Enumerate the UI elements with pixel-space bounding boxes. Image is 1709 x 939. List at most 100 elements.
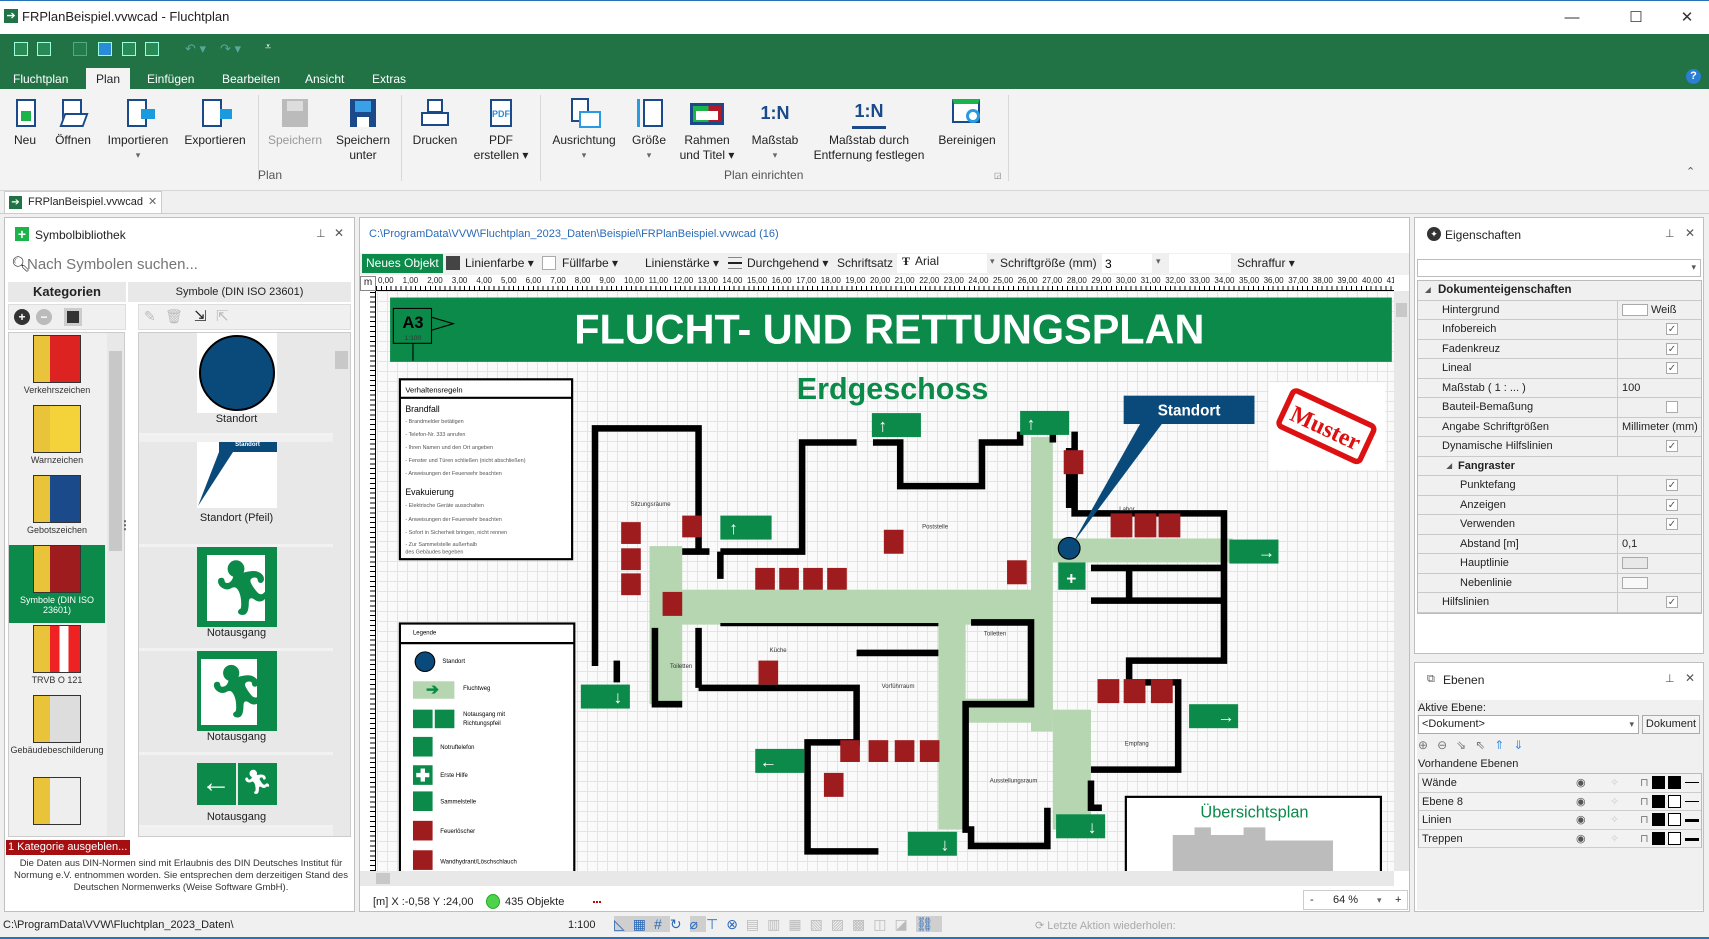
line-color-swatch[interactable] [446,256,460,270]
layer-row[interactable]: Linien◉✧⊓ [1419,811,1701,830]
export-button[interactable]: Exportieren [170,97,260,148]
subsection-header[interactable]: ◢Fangraster [1418,457,1701,476]
pin-icon[interactable]: ⊥ [1665,228,1675,240]
property-row[interactable]: Verwenden✓ [1418,515,1701,535]
sparkle-icon[interactable]: ✧ [1610,795,1620,808]
remove-layer-icon[interactable]: ⊖ [1437,738,1457,752]
unlock-icon[interactable]: ⊓ [1640,814,1649,826]
line-color-swatch[interactable] [1652,794,1665,808]
property-row[interactable]: Maßstab ( 1 : ... )100 [1418,378,1701,398]
fill-color-swatch[interactable] [1668,831,1681,845]
dialog-launcher-icon[interactable]: ◲ [994,171,1002,180]
checkbox[interactable]: ✓ [1666,596,1678,609]
qat-pdf-icon[interactable] [145,42,159,56]
property-row[interactable]: Punktefang✓ [1418,476,1701,496]
category-item[interactable] [9,777,105,836]
category-item[interactable]: TRVB O 121 [9,625,105,693]
checkbox[interactable]: ✓ [1666,323,1678,336]
sparkle-icon[interactable]: ✧ [1610,777,1620,789]
zoom-in-button[interactable]: + [1395,894,1402,906]
customize-qat-icon[interactable]: ⩡ [265,41,272,53]
property-value[interactable]: Weiß [1618,301,1701,320]
maximize-button[interactable]: ☐ [1629,9,1643,26]
qat-print-icon[interactable] [122,42,136,56]
raster-icon[interactable]: # [654,916,670,932]
tab-einfuegen[interactable]: Einfügen [147,72,195,86]
unlock-icon[interactable]: ⊓ [1640,832,1649,845]
property-row[interactable]: Dynamische Hilfslinien✓ [1418,437,1701,457]
fill-color-swatch[interactable] [1668,794,1681,808]
property-row[interactable]: Anzeigen✓ [1418,495,1701,515]
undo-icon[interactable]: ↶ ▾ [185,41,207,56]
symbol-item[interactable]: 🏃︎Notausgang [139,547,334,651]
symbol-scrollbar[interactable] [333,333,350,836]
symbol-item[interactable]: Standort [139,333,334,436]
sparkle-icon[interactable]: ✧ [1610,814,1620,826]
line-color-dropdown[interactable]: Linienfarbe ▾ [465,256,534,270]
line-color-swatch[interactable] [1652,813,1665,826]
tab-plan[interactable]: Plan [86,68,131,89]
property-value[interactable]: ✓ [1618,593,1701,612]
add-icon[interactable]: + [14,309,30,325]
doc-tab[interactable]: ➔ FRPlanBeispiel.vvwcad ✕ [4,191,162,213]
property-row[interactable]: Nebenlinie [1418,573,1701,593]
cleanup-button[interactable]: Bereinigen [922,97,1012,148]
active-layer-select[interactable]: <Dokument>▾ [1418,715,1639,734]
close-panel-icon[interactable]: ✕ [334,226,345,240]
property-value[interactable]: ✓ [1618,496,1701,515]
tab-ansicht[interactable]: Ansicht [305,72,345,86]
category-settings-icon[interactable] [64,308,82,326]
layer-up-icon[interactable]: ⇑ [1494,738,1514,752]
line-color-swatch[interactable] [1652,831,1665,845]
close-tab-icon[interactable]: ✕ [148,196,158,208]
close-panel-icon[interactable]: ✕ [1685,226,1696,240]
zoom-out-button[interactable]: - [1310,894,1314,906]
hidden-category-notice[interactable]: 1 Kategorie ausgeblen... [6,840,130,855]
symbol-search-input[interactable] [27,253,347,275]
zoom-level[interactable]: 64 % [1333,894,1359,906]
checkbox[interactable]: ✓ [1666,479,1678,492]
hatch-dropdown[interactable]: Schraffur ▾ [1237,256,1295,270]
qat-save-icon[interactable] [73,42,87,56]
property-value[interactable] [1618,398,1701,417]
eye-icon[interactable]: ◉ [1576,832,1586,845]
move-from-layer-icon[interactable]: ⇖ [1475,738,1495,752]
property-value[interactable]: Millimeter (mm) [1622,420,1698,433]
new-button[interactable]: Neu [0,97,70,148]
property-value[interactable]: ✓ [1618,340,1701,359]
property-row[interactable]: Abstand [m]0,1 [1418,534,1701,554]
insert-point-icon[interactable]: ⊤ [705,916,727,932]
close-panel-icon[interactable]: ✕ [1685,671,1696,685]
fill-color-swatch[interactable] [542,256,556,270]
qat-save-as-icon[interactable] [98,42,112,56]
line-style-dropdown[interactable]: Durchgehend ▾ [747,256,829,270]
checkbox[interactable]: ✓ [1666,498,1678,511]
checkbox[interactable]: ✓ [1666,342,1678,355]
qat-open-icon[interactable] [37,42,51,56]
property-value[interactable] [1618,554,1701,573]
delete-icon[interactable]: 🗑︎ [165,308,183,324]
pin-icon[interactable]: ⊥ [316,228,326,240]
unlock-icon[interactable]: ⊓ [1640,777,1649,789]
zoom-dropdown-arrow[interactable]: ▾ [1377,895,1382,905]
line-snap-icon[interactable]: ⌀ [689,916,706,932]
orientation-button[interactable]: Ausrichtung▾ [539,97,629,163]
symbol-item[interactable]: ←🏃︎Notausgang [139,755,334,828]
tab-extras[interactable]: Extras [372,72,407,86]
fill-color-swatch[interactable] [1668,776,1681,789]
fill-color-swatch[interactable] [1668,813,1681,826]
horizontal-scrollbar[interactable] [360,871,1394,886]
line-width-dropdown[interactable]: Linienstärke ▾ [645,256,720,270]
category-item[interactable]: Verkehrszeichen [9,335,105,403]
property-row[interactable]: Hilfslinien✓ [1418,593,1701,613]
category-item[interactable]: Gebäudebeschilderung [9,695,105,775]
tab-fluchtplan[interactable]: Fluchtplan [13,72,69,86]
category-scrollbar[interactable] [107,333,124,836]
import-symbol-icon[interactable]: ⇲ [194,308,207,325]
